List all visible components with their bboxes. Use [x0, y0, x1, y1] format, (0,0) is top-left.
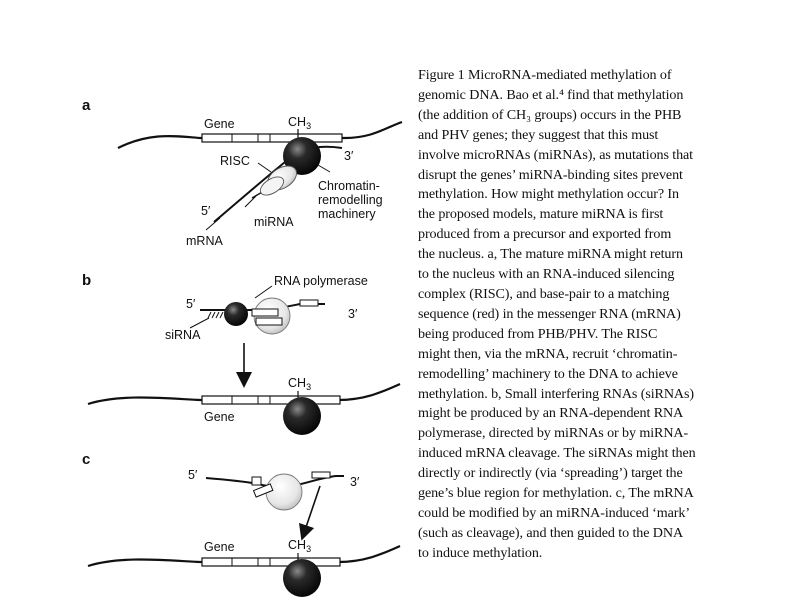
caption-line: might then, via the mRNA, recruit ‘chrom…: [418, 345, 678, 362]
arrow-c: [299, 485, 321, 541]
gene-box-c: [201, 557, 341, 567]
caption-line: polymerase, directed by miRNAs or by miR…: [418, 425, 689, 442]
gene-box-a: [201, 133, 343, 143]
five-prime-label-b: 5′: [186, 297, 196, 311]
caption-line: (such as cleavage), and then guided to t…: [418, 524, 684, 541]
panel-b-label: b: [82, 272, 92, 289]
caption-line: directly or indirectly (via ‘spreading’)…: [418, 465, 683, 482]
caption-line: to induce methylation.: [418, 544, 543, 561]
caption-line: remodelling’ machinery to the DNA to ach…: [418, 365, 678, 382]
gene-label-c: Gene: [204, 540, 235, 554]
caption-line: methylation. How might methylation occur…: [418, 186, 679, 203]
three-prime-label-b: 3′: [348, 307, 358, 321]
chromatin-ball-c: [283, 559, 321, 597]
chromatin-label-3: machinery: [318, 207, 376, 221]
mrna-label: mRNA: [186, 234, 223, 248]
caption-line: complex (RISC), and base-pair to a match…: [418, 285, 670, 302]
dna-strand-c: [87, 544, 401, 568]
three-prime-label-a: 3′: [344, 149, 354, 163]
panel-c-label: c: [82, 451, 91, 468]
caption-line: disrupt the genes’ miRNA-binding sites p…: [418, 166, 683, 183]
sirna-label: siRNA: [165, 328, 201, 342]
mark-ball-c: [265, 473, 303, 511]
panel-a-diagram: [117, 120, 403, 231]
chromatin-ball-a: [283, 137, 321, 175]
mirna-label: miRNA: [254, 215, 294, 229]
caption-line: involve microRNAs (miRNAs), as mutations…: [418, 146, 694, 163]
caption-line: induced mRNA cleavage. The siRNAs might …: [418, 445, 696, 462]
caption-line: sequence (red) in the messenger RNA (mRN…: [418, 305, 681, 322]
gene-label-a: Gene: [204, 117, 235, 131]
caption-line: to the nucleus with an RNA-induced silen…: [418, 266, 675, 283]
caption-line: produced from a precursor and exported f…: [418, 226, 672, 243]
five-prime-label-c: 5′: [188, 468, 198, 482]
dna-strand-a: [117, 120, 403, 149]
gene-label-b: Gene: [204, 410, 235, 424]
chromatin-ball-b: [283, 397, 321, 435]
figure-caption: Figure 1 MicroRNA-mediated methylation o…: [418, 66, 788, 564]
caption-line: gene’s blue region for methylation. c, T…: [418, 485, 694, 502]
caption-line: and PHV genes; they suggest that this mu…: [418, 126, 659, 143]
caption-line: methylation. b, Small interfering RNAs (…: [418, 385, 694, 402]
caption-line: could be modified by an miRNA-induced ‘m…: [418, 504, 690, 521]
caption-line: the nucleus. a, The mature miRNA might r…: [418, 246, 683, 263]
three-prime-label-c: 3′: [350, 475, 360, 489]
ch3-label-b: CH3: [288, 376, 311, 392]
caption-line: being produced from PHB/PHV. The RISC: [418, 325, 658, 342]
chromatin-label-2: remodelling: [318, 193, 383, 207]
gene-box-b: [201, 395, 341, 405]
panel-b-diagram: [87, 285, 401, 435]
rna-polymerase-label: RNA polymerase: [274, 274, 368, 288]
dna-strand-b: [87, 382, 401, 406]
caption-line: (the addition of CH₃ groups) occurs in t…: [418, 106, 682, 123]
ch3-label-c: CH3: [288, 538, 311, 554]
five-prime-label-a: 5′: [201, 204, 211, 218]
ch3-label-a: CH3: [288, 115, 311, 131]
panel-a-label: a: [82, 97, 91, 114]
caption-line: genomic DNA. Bao et al.⁴ find that methy…: [418, 86, 684, 103]
panel-c-diagram: [87, 471, 401, 597]
risc-label: RISC: [220, 154, 250, 168]
caption-line: Figure 1 MicroRNA-mediated methylation o…: [418, 67, 672, 83]
chromatin-label-1: Chromatin-: [318, 179, 380, 193]
caption-line: the proposed models, mature miRNA is fir…: [418, 206, 664, 223]
dark-ball-b: [224, 302, 248, 326]
caption-line: might be produced by an RNA-dependent RN…: [418, 405, 684, 422]
